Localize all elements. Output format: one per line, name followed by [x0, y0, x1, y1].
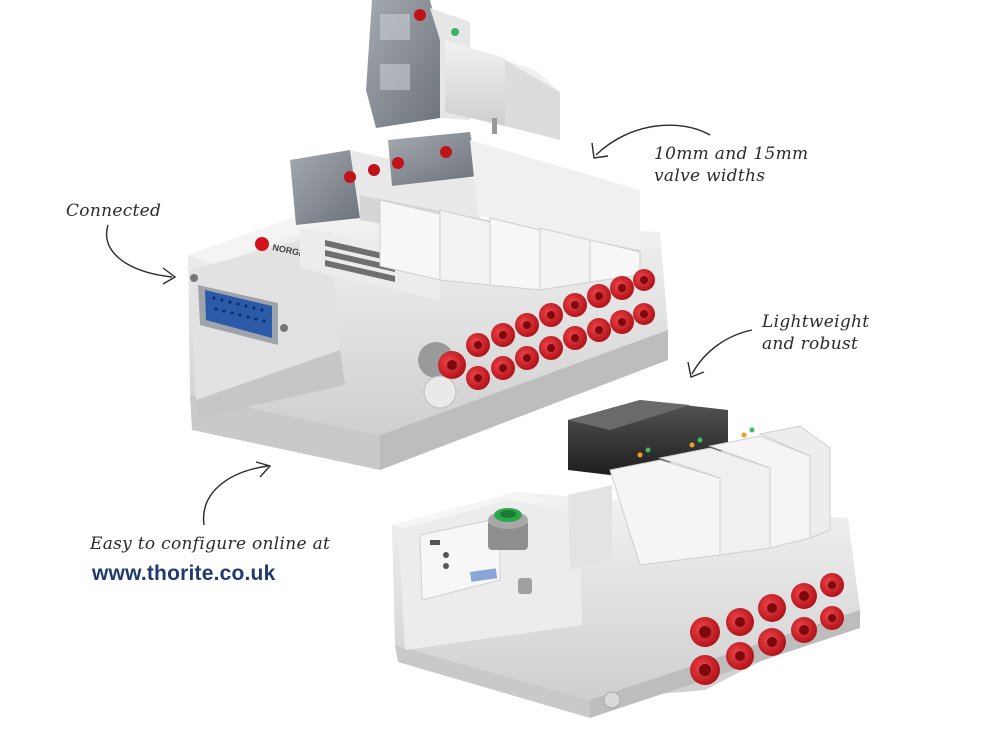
floating-valve-icon	[366, 0, 560, 140]
manifold-lower-icon	[392, 400, 860, 718]
callout-configure: Easy to configure online at	[90, 534, 331, 554]
callout-connected: Connected	[66, 201, 162, 221]
dsub-connector-icon	[190, 274, 288, 345]
callout-lightweight-line1: Lightweight	[762, 312, 870, 332]
website-link[interactable]: www.thorite.co.uk	[92, 562, 276, 585]
callout-valve-widths: 10mm and 15mm valve widths	[654, 143, 808, 187]
manifold-upper-icon: NORGREN	[188, 132, 668, 470]
callout-lightweight-line2: and robust	[762, 334, 859, 354]
callout-valve-widths-line2: valve widths	[654, 166, 766, 186]
callout-valve-widths-line1: 10mm and 15mm	[654, 144, 809, 164]
m12-connector-icon	[488, 508, 528, 550]
callout-lightweight: Lightweight and robust	[762, 311, 869, 355]
